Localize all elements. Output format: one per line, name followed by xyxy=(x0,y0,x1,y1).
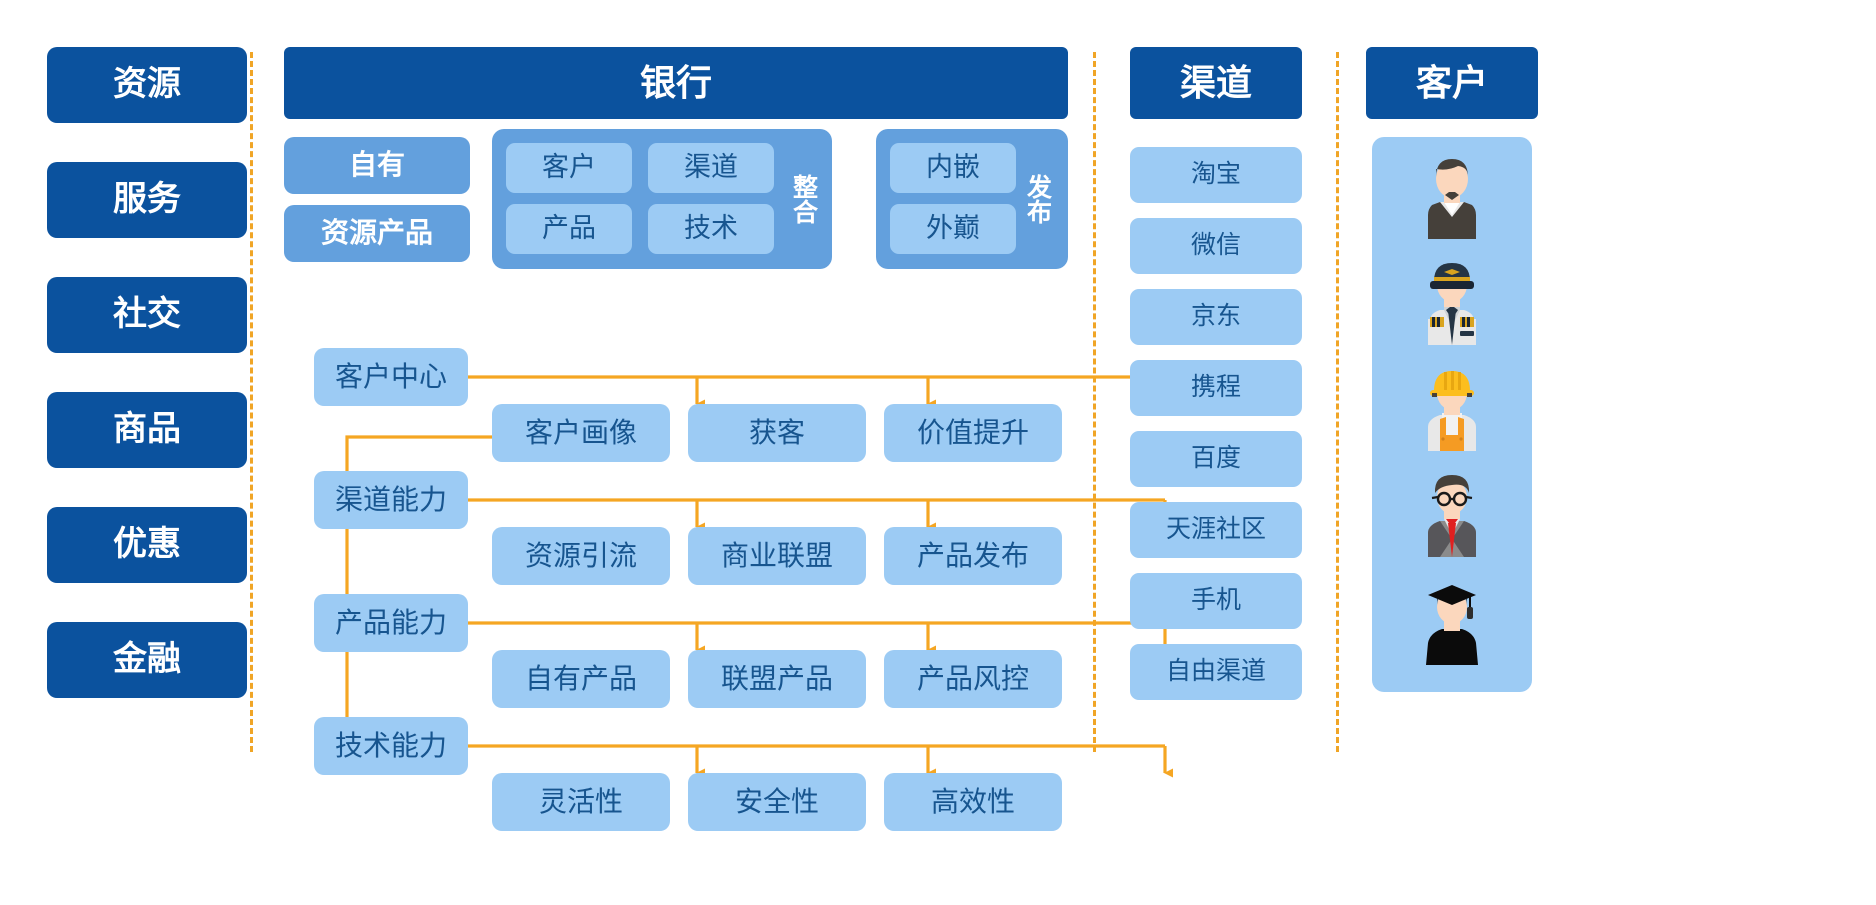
bank-integration-item-3[interactable]: 技术 xyxy=(648,204,774,254)
resource-item-5[interactable]: 金融 xyxy=(47,622,247,698)
channel-item-1[interactable]: 微信 xyxy=(1130,218,1302,274)
channel-item-3[interactable]: 携程 xyxy=(1130,360,1302,416)
construction-worker-avatar xyxy=(1400,367,1504,451)
flow-target-3-0[interactable]: 灵活性 xyxy=(492,773,670,831)
flow-source-0[interactable]: 客户中心 xyxy=(314,348,468,406)
customer-avatars-panel xyxy=(1372,137,1532,692)
businessman-avatar xyxy=(1400,473,1504,557)
bank-integration-item-1[interactable]: 渠道 xyxy=(648,143,774,193)
divider-resources-bank xyxy=(250,52,253,752)
channel-item-4[interactable]: 百度 xyxy=(1130,431,1302,487)
flow-target-1-1[interactable]: 商业联盟 xyxy=(688,527,866,585)
divider-channel-customer xyxy=(1336,52,1339,752)
bank-integration-item-0[interactable]: 客户 xyxy=(506,143,632,193)
channel-item-7[interactable]: 自由渠道 xyxy=(1130,644,1302,700)
flow-target-2-1[interactable]: 联盟产品 xyxy=(688,650,866,708)
bank-own-item-1[interactable]: 资源产品 xyxy=(284,205,470,262)
flow-target-3-2[interactable]: 高效性 xyxy=(884,773,1062,831)
resource-item-2[interactable]: 社交 xyxy=(47,277,247,353)
graduate-avatar xyxy=(1400,581,1504,665)
channel-item-2[interactable]: 京东 xyxy=(1130,289,1302,345)
flow-target-0-2[interactable]: 价值提升 xyxy=(884,404,1062,462)
channel-item-0[interactable]: 淘宝 xyxy=(1130,147,1302,203)
bank-publish-vertical-label: 发布 xyxy=(1023,174,1052,224)
flow-source-3[interactable]: 技术能力 xyxy=(314,717,468,775)
bank-own-item-0[interactable]: 自有 xyxy=(284,137,470,194)
bank-integration-item-2[interactable]: 产品 xyxy=(506,204,632,254)
channel-item-5[interactable]: 天涯社区 xyxy=(1130,502,1302,558)
pilot-avatar xyxy=(1400,261,1504,345)
bank-title: 银行 xyxy=(284,47,1068,119)
waiter-avatar xyxy=(1400,155,1504,239)
flow-target-1-2[interactable]: 产品发布 xyxy=(884,527,1062,585)
resource-item-3[interactable]: 商品 xyxy=(47,392,247,468)
resource-item-4[interactable]: 优惠 xyxy=(47,507,247,583)
flow-target-3-1[interactable]: 安全性 xyxy=(688,773,866,831)
divider-bank-channel xyxy=(1093,52,1096,752)
customer-title: 客户 xyxy=(1366,47,1538,119)
flow-source-1[interactable]: 渠道能力 xyxy=(314,471,468,529)
flow-source-2[interactable]: 产品能力 xyxy=(314,594,468,652)
flow-target-2-2[interactable]: 产品风控 xyxy=(884,650,1062,708)
bank-integration-vertical-label: 整合 xyxy=(789,174,818,224)
channel-title: 渠道 xyxy=(1130,47,1302,119)
resource-item-1[interactable]: 服务 xyxy=(47,162,247,238)
flow-target-0-1[interactable]: 获客 xyxy=(688,404,866,462)
bank-publish-item-1[interactable]: 外巅 xyxy=(890,204,1016,254)
flow-target-0-0[interactable]: 客户画像 xyxy=(492,404,670,462)
resource-item-0[interactable]: 资源 xyxy=(47,47,247,123)
channel-item-6[interactable]: 手机 xyxy=(1130,573,1302,629)
flow-target-2-0[interactable]: 自有产品 xyxy=(492,650,670,708)
flow-target-1-0[interactable]: 资源引流 xyxy=(492,527,670,585)
bank-publish-item-0[interactable]: 内嵌 xyxy=(890,143,1016,193)
